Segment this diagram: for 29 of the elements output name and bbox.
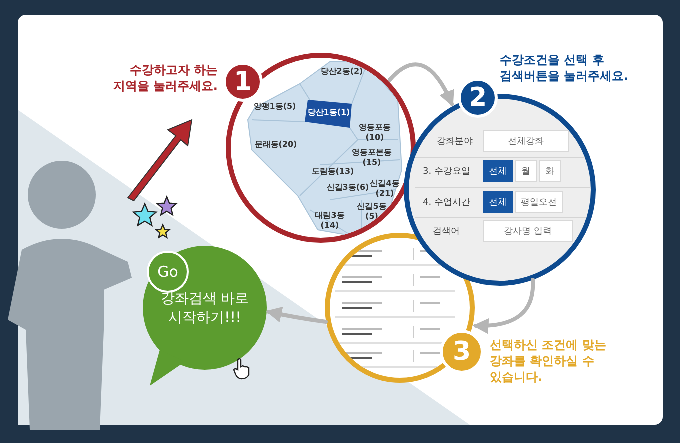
map-region-label: 신길3동(6) xyxy=(326,183,370,193)
input-field: 강사명 입력 xyxy=(483,220,573,242)
option-button: 평일오전 xyxy=(515,191,563,213)
curved-arrow xyxy=(266,306,328,324)
instruction-text: 수강조건을 선택 후 검색버튼을 눌러주세요. xyxy=(500,52,630,84)
curved-arrow xyxy=(388,62,454,107)
form-label: 검색어 xyxy=(433,226,461,238)
bubble-text: 강좌검색 바로 시작하기!!! xyxy=(160,290,250,328)
instruction-text: 수강하고자 하는 지역을 눌러주세요. xyxy=(112,62,218,94)
option-button: 전체 xyxy=(483,160,513,182)
map-region-label: 문래동(20) xyxy=(254,140,298,150)
map-region-label: 영등포동(10) xyxy=(358,123,392,143)
map-region-label: 대림3동 (14) xyxy=(315,211,345,231)
map-region-label: 양평1동(5) xyxy=(252,102,298,112)
map-region-label: 신길4동 (21) xyxy=(370,179,400,199)
map-region-label: 신길5동 (5) xyxy=(357,202,387,222)
map-region-label: 당산2동(2) xyxy=(320,67,364,77)
option-button: 월 xyxy=(515,160,537,182)
form-label: 강좌분야 xyxy=(437,136,474,148)
form-label: 3. 수강요일 xyxy=(423,166,472,178)
curved-arrow xyxy=(472,278,536,334)
instruction-text: 선택하신 조건에 맞는 강좌를 확인하실 수 있습니다. xyxy=(490,337,608,385)
select-field: 전체강좌 xyxy=(483,130,569,152)
map-region-label: 당산1동(1) xyxy=(306,108,352,118)
map-region-label: 도림동(13) xyxy=(310,167,356,177)
option-button: 전체 xyxy=(483,191,513,213)
option-button: 화 xyxy=(539,160,561,182)
map-region-label: 영등포본동(15) xyxy=(351,148,393,168)
form-label: 4. 수업시간 xyxy=(423,196,472,210)
